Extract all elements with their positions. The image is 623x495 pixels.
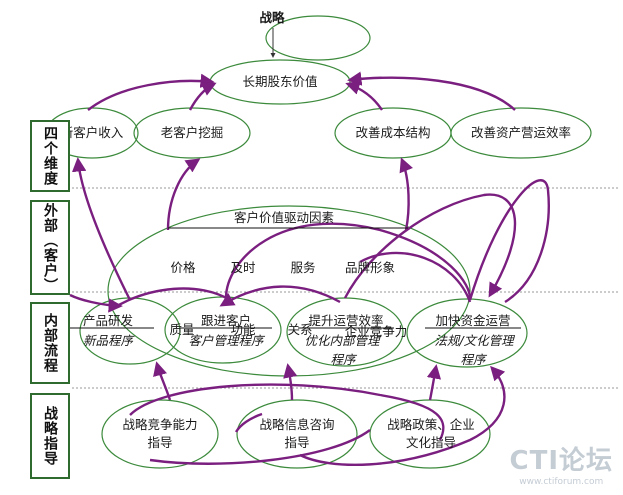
ops-sub1: 优化内部管理 [304,333,381,348]
capital-sub1: 法规/文化管理 [434,333,515,348]
cost-structure-label: 改善成本结构 [355,125,430,140]
driver-brand: 品牌形象 [345,260,395,275]
guide-policy-line1: 战略政策、企业 [387,417,475,432]
arrow-guide-info-up [283,363,298,401]
ops-title: 提升运营效率 [308,313,383,328]
arrow-rd-to-newcust [71,157,132,301]
guide-comp-line2: 指导 [147,435,172,450]
lane-dimensions-label: 四个维度 [42,126,58,186]
guide-info-line2: 指导 [284,435,309,450]
old-customer-label: 老客户挖掘 [161,125,224,140]
arrow-guide-link [234,412,263,433]
arrow-guide-loop-3 [299,365,506,467]
competitiveness-ellipse [101,399,219,469]
lane-internal-label: 内部流程 [42,313,58,373]
arrow-cost-to-value [345,80,383,111]
arrow-external-to-rd [69,293,123,313]
arrow-oldcust-to-value [188,82,217,111]
driver-service: 服务 [290,260,315,275]
lane-external: 外部（客户） [30,200,70,295]
arrow-customer-to-cost [399,157,413,231]
arrow-asset-to-value [347,71,516,111]
driver-timely: 及时 [230,260,256,275]
lane-strategic: 战略指导 [30,393,70,479]
arrow-followup-to-rd [109,287,231,312]
guide-comp-line1: 战略竞争能力 [122,417,197,432]
arrow-guide-loop-2 [149,429,371,465]
lane-internal: 内部流程 [30,302,70,384]
watermark-main: CTI论坛 [509,446,613,476]
arrow-newcust-to-value [87,73,215,111]
driver-quality: 质量 [169,322,194,337]
arrow-ops-to-followup [219,285,341,307]
arrow-guide-loop-1 [129,383,445,441]
lane-strategic-label: 战略指导 [42,406,58,466]
asset-efficiency-label: 改善资产营运效率 [471,125,571,140]
rd-sub: 新品程序 [83,333,136,348]
followup-title: 跟进客户 [201,313,251,328]
driver-relationship: 关系 [287,322,312,337]
asset-efficiency-ellipse [450,107,592,159]
strategy-ellipse [265,15,371,61]
ops-sub2: 程序 [330,352,358,367]
info-ellipse [236,399,358,469]
arrow-capital-loop [468,179,550,304]
driver-price: 价格 [170,260,196,275]
followup-sub: 客户管理程序 [188,333,266,348]
lane-external-label: 外部（客户） [42,202,58,293]
driver-function: 功能 [230,322,256,337]
lane-dimensions: 四个维度 [30,120,70,192]
guide-info-line1: 战略信息咨询 [259,417,334,432]
capital-ellipse [406,298,528,368]
capital-title: 加快资金运营 [435,313,510,328]
shareholder-value-label: 长期股东价值 [242,74,317,89]
capital-sub2: 程序 [460,352,488,367]
watermark-sub: www.ctiforum.com [519,477,604,487]
arrow-customer-to-oldcust [166,158,201,231]
ctiforum-watermark: CTI论坛 www.ctiforum.com [510,440,614,487]
guide-policy-line2: 文化指导 [406,435,456,450]
strategy-label: 战略 [259,10,285,25]
arrow-capital-to-ops [359,251,472,303]
arrow-guide-comp-up [153,361,172,401]
arrow-guide-policy-up [426,364,442,401]
new-customer-label: 新客户收入 [61,125,124,140]
rd-title: 产品研发 [83,313,134,328]
value-drivers-label: 客户价值驱动因素 [234,210,334,225]
